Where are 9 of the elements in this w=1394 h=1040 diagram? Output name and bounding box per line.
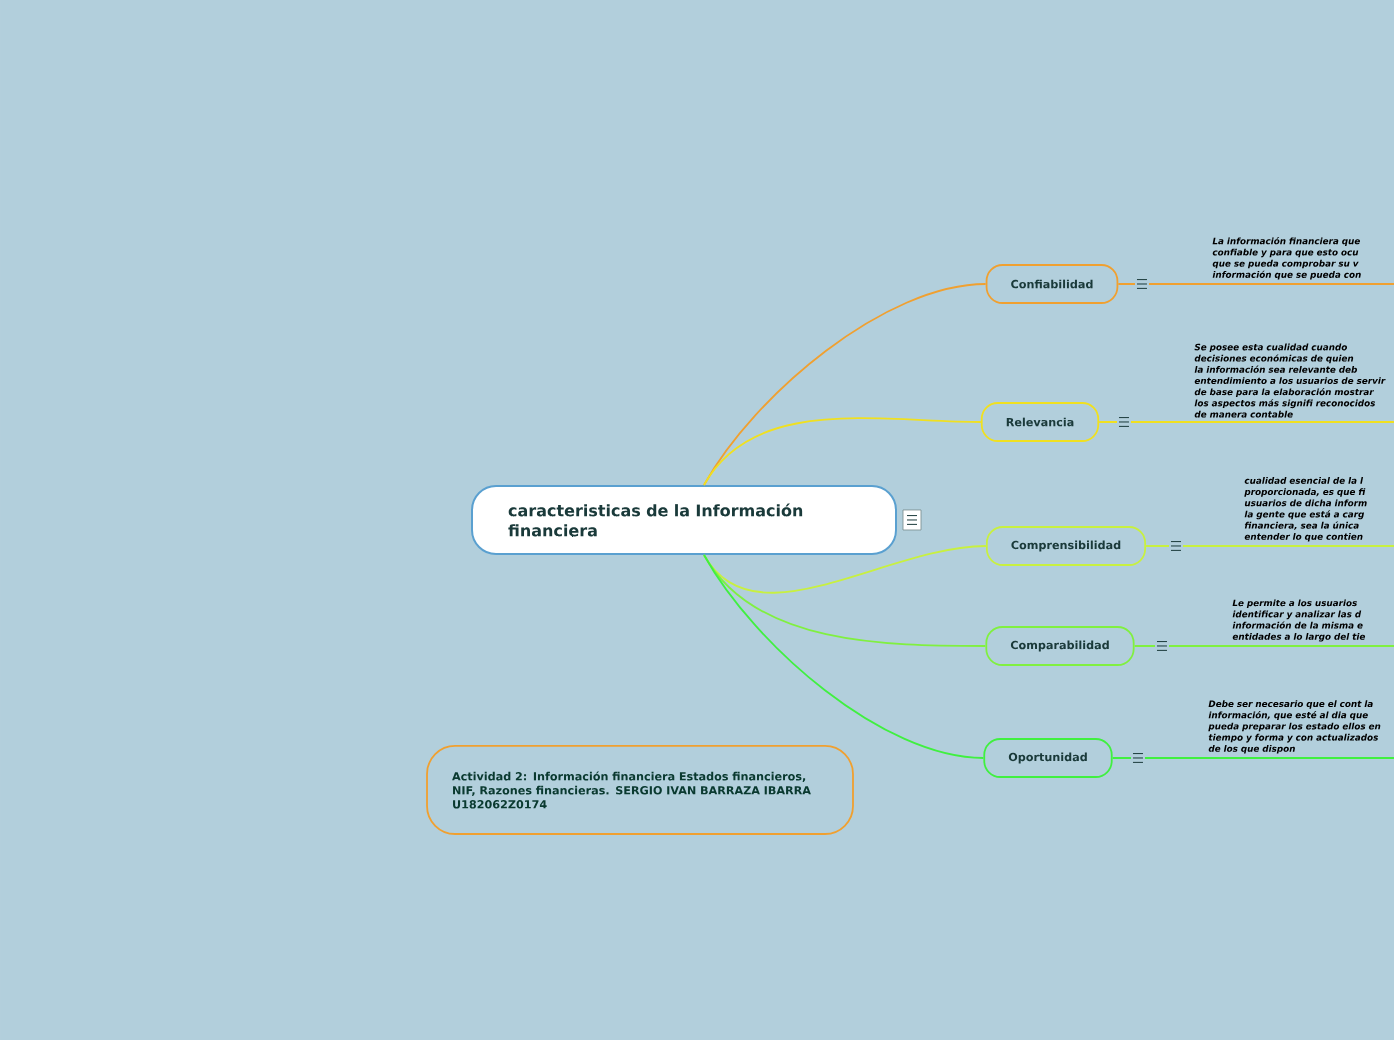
connector-line <box>703 545 987 594</box>
central-topic-box: caracteristicas de la Información financiera <box>471 485 897 555</box>
connector-line <box>1133 645 1394 647</box>
connector-line <box>703 417 982 486</box>
connector-line <box>703 554 985 759</box>
connector-line <box>1111 757 1394 759</box>
connector-line <box>1145 545 1394 547</box>
connector-line <box>1098 421 1394 423</box>
connector-line <box>1117 283 1394 285</box>
